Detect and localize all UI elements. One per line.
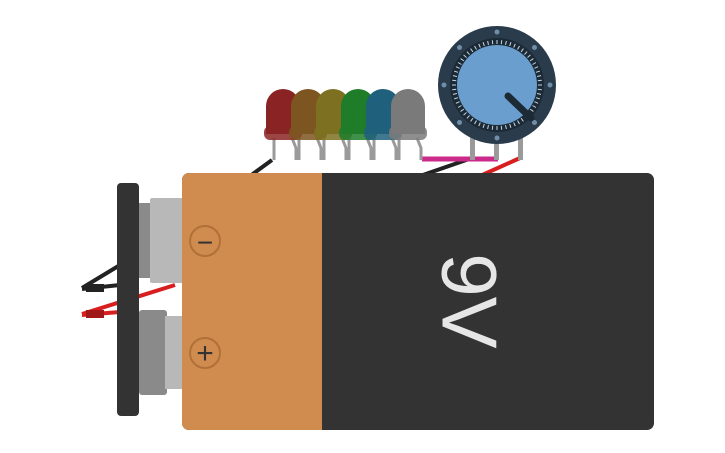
pot-pointer [504, 92, 535, 122]
pot-tick [460, 58, 465, 62]
minus-symbol: − [197, 227, 213, 258]
pot-tick [537, 93, 542, 95]
snap-terminal-pos-lip [165, 316, 184, 389]
pot-tick [513, 43, 516, 48]
pot-screw-dot [457, 45, 463, 51]
pot-screw-dot [531, 119, 537, 125]
pot-screw-dot [457, 119, 463, 125]
wire-red-tip [86, 310, 104, 318]
led-leg [340, 137, 348, 160]
led-white[interactable] [389, 89, 427, 160]
pot-tick [463, 54, 467, 58]
pot-tick [534, 101, 539, 104]
pot-tick [474, 120, 477, 125]
pot-tick [470, 117, 474, 122]
pot-tick [505, 40, 507, 45]
pot-screw-dot [441, 82, 447, 88]
pot-tick [535, 97, 540, 100]
pot-tick [520, 48, 524, 53]
pot-tick [509, 123, 512, 128]
snap-plate [117, 183, 139, 416]
led-dome [391, 89, 425, 134]
pot-tick [527, 54, 531, 58]
pot-tick [537, 75, 542, 77]
pot-tick [513, 122, 516, 127]
pot-leg-middle [494, 136, 499, 160]
snap-terminal-neg [150, 198, 184, 283]
potentiometer[interactable] [438, 26, 556, 160]
pot-tick [505, 125, 507, 130]
pot-tick [535, 70, 540, 73]
led-leg [315, 137, 323, 160]
wire-black-tip [86, 284, 104, 292]
pot-tick [487, 125, 489, 130]
snap-terminal-neg-base [139, 203, 153, 278]
pot-leg-left [470, 136, 475, 160]
pot-tick [478, 43, 481, 48]
pot-tick [460, 108, 465, 112]
pot-tick [509, 42, 512, 47]
pot-tick [487, 40, 489, 45]
pot-tick [529, 108, 534, 112]
pot-tick [532, 62, 537, 65]
pot-tick [517, 120, 520, 125]
pot-tick [454, 97, 459, 100]
plus-symbol: + [196, 337, 214, 370]
pot-leg-right [518, 136, 523, 160]
pot-tick [470, 48, 474, 53]
led-leg [390, 137, 398, 160]
pot-tick [517, 45, 520, 50]
pot-tick [455, 66, 460, 69]
led-array [264, 89, 427, 160]
pot-tick [478, 122, 481, 127]
pot-tick [534, 66, 539, 69]
plus-terminal-ring [189, 337, 221, 369]
pot-screw-dot [494, 29, 500, 35]
pot-tick [529, 58, 534, 62]
pot-tick [466, 51, 470, 55]
pot-tick [452, 93, 457, 95]
pot-tick [482, 123, 485, 128]
pot-screw-dot [547, 82, 553, 88]
snap-terminal-pos [139, 310, 167, 395]
pot-tick [474, 45, 477, 50]
pot-tick [520, 117, 524, 122]
pot-tick [455, 101, 460, 104]
pot-tick [532, 105, 537, 108]
pot-tick [457, 62, 462, 65]
pot-tick [466, 115, 470, 119]
led-leg [415, 137, 423, 160]
pot-tick [454, 70, 459, 73]
led-leg [290, 137, 298, 160]
pot-screw-dot [494, 135, 500, 141]
battery-copper-end [182, 173, 322, 430]
pot-tick [463, 112, 467, 116]
minus-terminal-ring [189, 225, 221, 257]
pot-screw-dots [441, 29, 553, 141]
pot-tick-marks [452, 40, 542, 130]
pot-tick [482, 42, 485, 47]
voltage-label: 9V [425, 253, 513, 348]
pot-screw-dot [531, 45, 537, 51]
battery[interactable]: − + 9V [182, 173, 654, 430]
led-leg [365, 137, 373, 160]
pot-tick [457, 105, 462, 108]
battery-snap [117, 183, 184, 416]
pot-tick [452, 75, 457, 77]
pot-tick [524, 51, 528, 55]
